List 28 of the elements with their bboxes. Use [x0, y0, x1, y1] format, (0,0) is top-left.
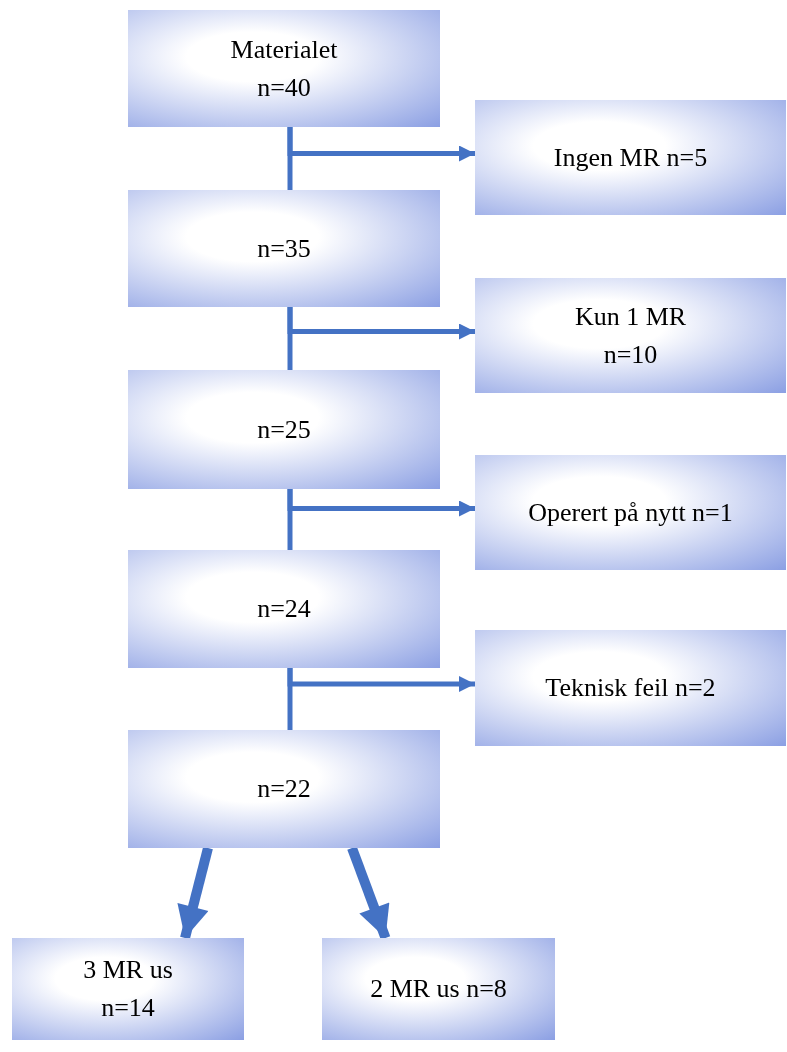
box-label: n=35 [257, 232, 311, 265]
arrow [347, 846, 391, 940]
process-box [128, 730, 440, 848]
arrow [177, 846, 213, 940]
arrow [287, 489, 475, 517]
box-label: Operert på nytt n=1 [528, 496, 733, 529]
arrow [287, 668, 475, 692]
arrow [287, 127, 475, 162]
process-box [475, 100, 786, 215]
box-label: Materialet n=40 [229, 33, 339, 104]
process-box [12, 938, 244, 1040]
process-box [128, 550, 440, 668]
process-box [128, 10, 440, 127]
process-box [322, 938, 555, 1040]
box-label: Kun 1 MR n=10 [573, 300, 688, 371]
box-label: n=24 [257, 593, 311, 625]
process-box [475, 630, 786, 746]
box-label: Ingen MR n=5 [553, 141, 708, 174]
process-box [475, 455, 786, 570]
box-label: 2 MR us n=8 [370, 973, 507, 1005]
process-box [128, 370, 440, 489]
process-box [128, 190, 440, 307]
box-label: n=25 [257, 413, 311, 446]
box-label: n=22 [257, 773, 311, 805]
arrow [287, 307, 475, 340]
box-label: Teknisk feil n=2 [545, 672, 716, 704]
process-box [475, 278, 786, 393]
box-label: 3 MR us n=14 [82, 954, 174, 1024]
